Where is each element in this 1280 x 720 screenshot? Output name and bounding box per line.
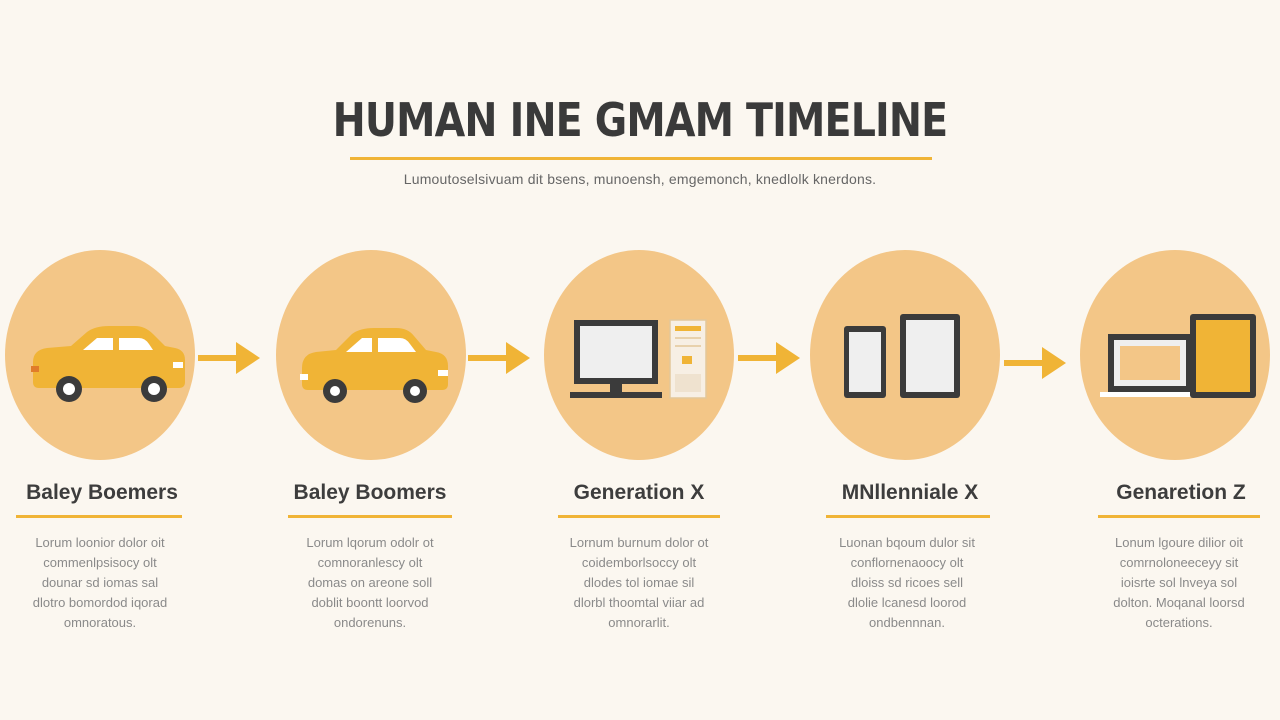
description-line: domas on areone soll (307, 575, 433, 590)
description-line: ioisrte sol lnveya sol (1120, 575, 1238, 590)
description-line: Lornum burnum dolor ot (569, 535, 709, 550)
generation-circle-1 (5, 250, 195, 460)
generation-circle-4 (810, 250, 1000, 460)
arrow-right-icon (1004, 347, 1066, 379)
description-line: dloiss sd ricoes sell (851, 575, 963, 590)
generation-label-2: Baley Boomers (293, 481, 447, 504)
generation-underline-1 (16, 515, 182, 518)
description-line: dolton. Moqanal loorsd (1113, 595, 1245, 610)
description-line: dlorbl thoomtal viiar ad (573, 595, 705, 610)
generation-description-3: Lornum burnum dolor ot coidemborlsoccy o… (544, 533, 734, 633)
arrow-right-icon (198, 342, 260, 374)
generation-circle-3 (544, 250, 734, 460)
generation-circle-2 (276, 250, 466, 460)
description-line: Luonan bqoum dulor sit (839, 535, 975, 550)
generation-underline-3 (558, 515, 720, 518)
description-line: omnorarlit. (608, 615, 670, 630)
generation-circle-5 (1080, 250, 1270, 460)
generation-label-4: MNllenniale X (841, 481, 979, 504)
arrow-right-icon (738, 342, 800, 374)
description-line: conflornenaoocy olt (850, 555, 964, 570)
car-icon (31, 326, 185, 402)
description-line: comnoranlescy olt (317, 555, 423, 570)
description-line: ondorenuns. (333, 615, 407, 630)
phone-tablet-icon (844, 314, 960, 398)
description-line: Lorum loonior dolor oit (35, 535, 165, 550)
laptop-tablet-icon (1100, 314, 1256, 398)
description-line: dlolie lcanesd loorod (847, 595, 967, 610)
description-line: Lonum lgoure dilior oit (1115, 535, 1243, 550)
description-line: comrnoloneeceyy sit (1119, 555, 1239, 570)
title-underline (350, 157, 932, 160)
description-line: ondbennnan. (869, 615, 945, 630)
description-line: dlodes tol iomae sil (583, 575, 695, 590)
description-line: doblit boontt loorvod (311, 595, 429, 610)
generation-underline-4 (826, 515, 990, 518)
description-line: omnoratous. (63, 615, 137, 630)
generation-description-5: Lonum lgoure dilior oit comrnoloneeceyy … (1084, 533, 1274, 633)
generation-description-2: Lorum lqorum odolr ot comnoranlescy olt … (275, 533, 465, 633)
description-line: octerations. (1145, 615, 1213, 630)
generation-label-3: Generation X (573, 481, 705, 504)
generation-label-1: Baley Boemers (26, 481, 178, 504)
description-line: commenlpsisocy olt (43, 555, 157, 570)
generation-description-1: Lorum loonior dolor oit commenlpsisocy o… (5, 533, 195, 633)
desktop-computer-icon (570, 319, 707, 399)
page-title: HUMAN INE GMAM TIMELINE (332, 93, 949, 147)
generation-label-5: Genaretion Z (1116, 481, 1246, 504)
description-line: coidemborlsoccy olt (581, 555, 697, 570)
description-line: dounar sd iomas sal (41, 575, 159, 590)
description-line: Lorum lqorum odolr ot (306, 535, 434, 550)
generation-underline-2 (288, 515, 452, 518)
generation-underline-5 (1098, 515, 1260, 518)
generation-description-4: Luonan bqoum dulor sit conflornenaoocy o… (812, 533, 1002, 633)
car-icon (300, 328, 448, 403)
arrow-right-icon (468, 342, 530, 374)
page-subtitle: Lumoutoselsivuam dit bsens, munoensh, em… (403, 171, 877, 187)
description-line: dlotro bomordod iqorad (32, 595, 168, 610)
